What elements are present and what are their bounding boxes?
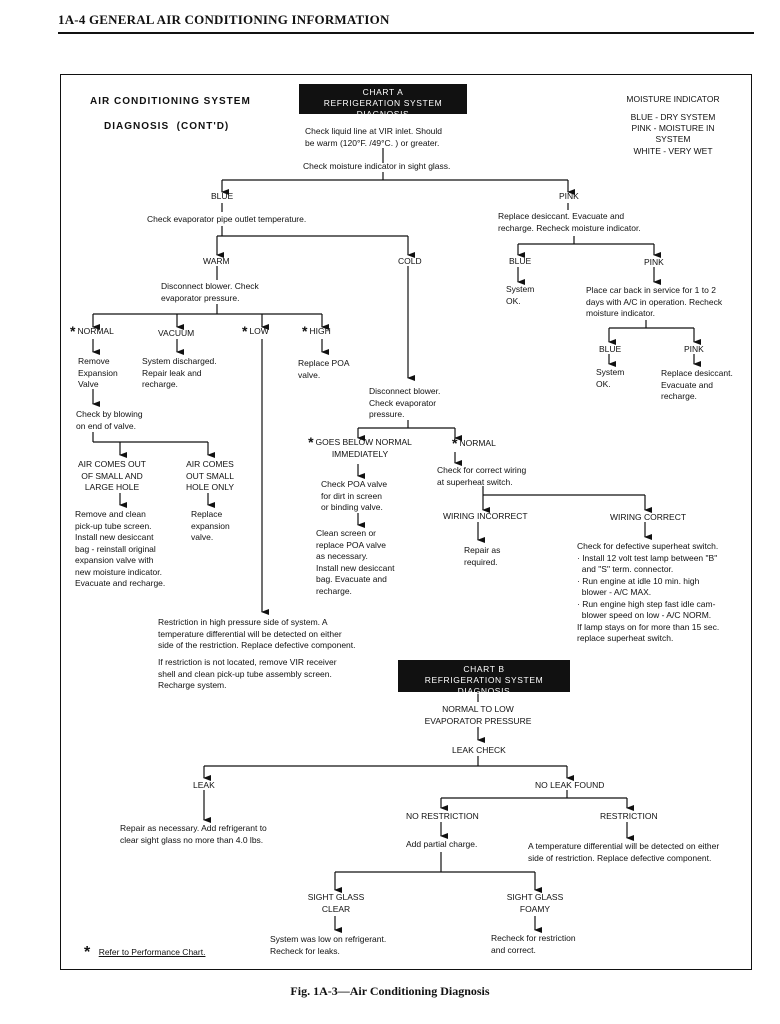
node-check-evaporator: Check evaporator pipe outlet temperature… [147, 214, 307, 224]
title-line-1: AIR CONDITIONING SYSTEM [90, 96, 251, 107]
chart-a-line2: REFRIGERATION SYSTEM DIAGNOSIS [323, 98, 443, 119]
star-marker: * [70, 323, 76, 339]
legend-white: WHITE - VERY WET [633, 146, 713, 156]
node-replace-expansion: Replace expansion valve. [191, 509, 230, 542]
node-blue: BLUE [211, 191, 234, 201]
header-rule [58, 32, 754, 34]
node-restriction: RESTRICTION [600, 811, 658, 821]
node-check-poa: Check POA valve for dirt in screen or bi… [321, 479, 388, 512]
node-blue-2: BLUE [509, 256, 532, 266]
node-check-wiring: Check for correct wiring at superheat sw… [437, 465, 527, 487]
node-restriction-high: Restriction in high pressure side of sys… [158, 617, 356, 650]
node-check-defective: Check for defective superheat switch. · … [577, 541, 720, 643]
chart-b-line1: CHART B [463, 664, 505, 674]
chart-b-label: CHART B REFRIGERATION SYSTEM DIAGNOSIS [398, 660, 570, 696]
node-remove-clean: Remove and clean pick-up tube screen. In… [75, 509, 166, 588]
node-system-low: System was low on refrigerant. Recheck f… [270, 934, 387, 956]
legend-title: MOISTURE INDICATOR [626, 94, 720, 104]
node-check-liquid: Check liquid line at VIR inlet. Should b… [305, 126, 443, 148]
node-no-restriction: NO RESTRICTION [406, 811, 479, 821]
node-low-label: LOW [249, 326, 269, 336]
node-no-leak-found: NO LEAK FOUND [535, 780, 605, 790]
node-vacuum: VACUUM [158, 328, 195, 338]
node-repair-necessary: Repair as necessary. Add refrigerant to … [120, 823, 267, 845]
node-warm: WARM [203, 256, 230, 266]
node-place-car: Place car back in service for 1 to 2 day… [586, 285, 723, 318]
node-check-blowing: Check by blowing on end of valve. [76, 409, 143, 431]
node-normal: *NORMAL [70, 323, 114, 339]
legend-pink: PINK - MOISTURE IN [631, 123, 715, 133]
footnote: * Refer to Performance Chart. [84, 942, 206, 962]
node-check-moisture: Check moisture indicator in sight glass. [303, 161, 451, 171]
node-pink-2: PINK [644, 257, 664, 267]
node-replace-desiccant-2: Replace desiccant. Evacuate and recharge… [661, 368, 733, 401]
legend-pink-2: SYSTEM [655, 134, 691, 144]
node-high-label: HIGH [309, 326, 331, 336]
node-system-ok-2: System OK. [596, 367, 625, 389]
footnote-star: * [84, 944, 91, 961]
node-system-discharged: System discharged. Repair leak and recha… [142, 356, 217, 389]
star-marker: * [308, 434, 314, 450]
node-disconnect-blower-2: Disconnect blower. Check evaporator pres… [369, 386, 441, 419]
node-sight-glass-foamy: SIGHT GLASS FOAMY [506, 892, 564, 914]
node-wiring-incorrect: WIRING INCORRECT [443, 511, 528, 521]
node-goes-below: *GOES BELOW NORMAL IMMEDIATELY [300, 434, 420, 460]
node-replace-desiccant: Replace desiccant. Evacuate and recharge… [498, 211, 641, 233]
node-low: *LOW [242, 323, 269, 339]
node-air-small-large: AIR COMES OUT OF SMALL AND LARGE HOLE [77, 459, 146, 492]
node-recheck-restriction: Recheck for restriction and correct. [491, 933, 576, 955]
chart-b-line2: REFRIGERATION SYSTEM DIAGNOSIS [424, 675, 544, 696]
node-add-partial: Add partial charge. [406, 839, 478, 849]
node-cold: COLD [398, 256, 422, 266]
node-goes-below-label: GOES BELOW NORMAL IMMEDIATELY [315, 437, 412, 459]
node-normal-to-low: NORMAL TO LOW EVAPORATOR PRESSURE [424, 704, 532, 726]
node-pink-3: PINK [684, 344, 704, 354]
node-blue-3: BLUE [599, 344, 622, 354]
legend-blue: BLUE - DRY SYSTEM [630, 112, 716, 122]
node-system-ok: System OK. [506, 284, 535, 306]
node-air-small-only: AIR COMES OUT SMALL HOLE ONLY [185, 459, 235, 492]
star-marker: * [452, 435, 458, 451]
node-disconnect-blower: Disconnect blower. Check evaporator pres… [161, 281, 259, 303]
page-header: 1A-4 GENERAL AIR CONDITIONING INFORMATIO… [58, 12, 390, 27]
node-remove-expansion: Remove Expansion Valve [78, 356, 118, 389]
node-replace-poa: Replace POA valve. [298, 358, 350, 380]
node-wiring-correct: WIRING CORRECT [610, 512, 687, 522]
title-line-2: DIAGNOSIS (CONT'D) [104, 121, 230, 132]
node-normal-2-label: NORMAL [459, 438, 496, 448]
chart-a-line1: CHART A [362, 87, 404, 97]
node-sight-glass-clear: SIGHT GLASS CLEAR [307, 892, 365, 914]
node-clean-screen: Clean screen or replace POA valve as nec… [316, 528, 395, 596]
diagram-frame [60, 74, 752, 970]
node-repair-required: Repair as required. [464, 545, 501, 567]
node-leak: LEAK [193, 780, 215, 790]
node-normal-2: *NORMAL [452, 435, 496, 451]
node-leak-check: LEAK CHECK [452, 745, 506, 755]
node-high: *HIGH [302, 323, 331, 339]
node-restriction-not-located: If restriction is not located, remove VI… [158, 657, 337, 690]
node-temp-differential: A temperature differential will be detec… [528, 841, 720, 863]
star-marker: * [302, 323, 308, 339]
footnote-text: Refer to Performance Chart. [98, 947, 206, 957]
chart-a-label: CHART A REFRIGERATION SYSTEM DIAGNOSIS [299, 84, 467, 119]
node-pink: PINK [559, 191, 579, 201]
figure-caption: Fig. 1A-3—Air Conditioning Diagnosis [290, 984, 490, 998]
star-marker: * [242, 323, 248, 339]
node-normal-label: NORMAL [77, 326, 114, 336]
